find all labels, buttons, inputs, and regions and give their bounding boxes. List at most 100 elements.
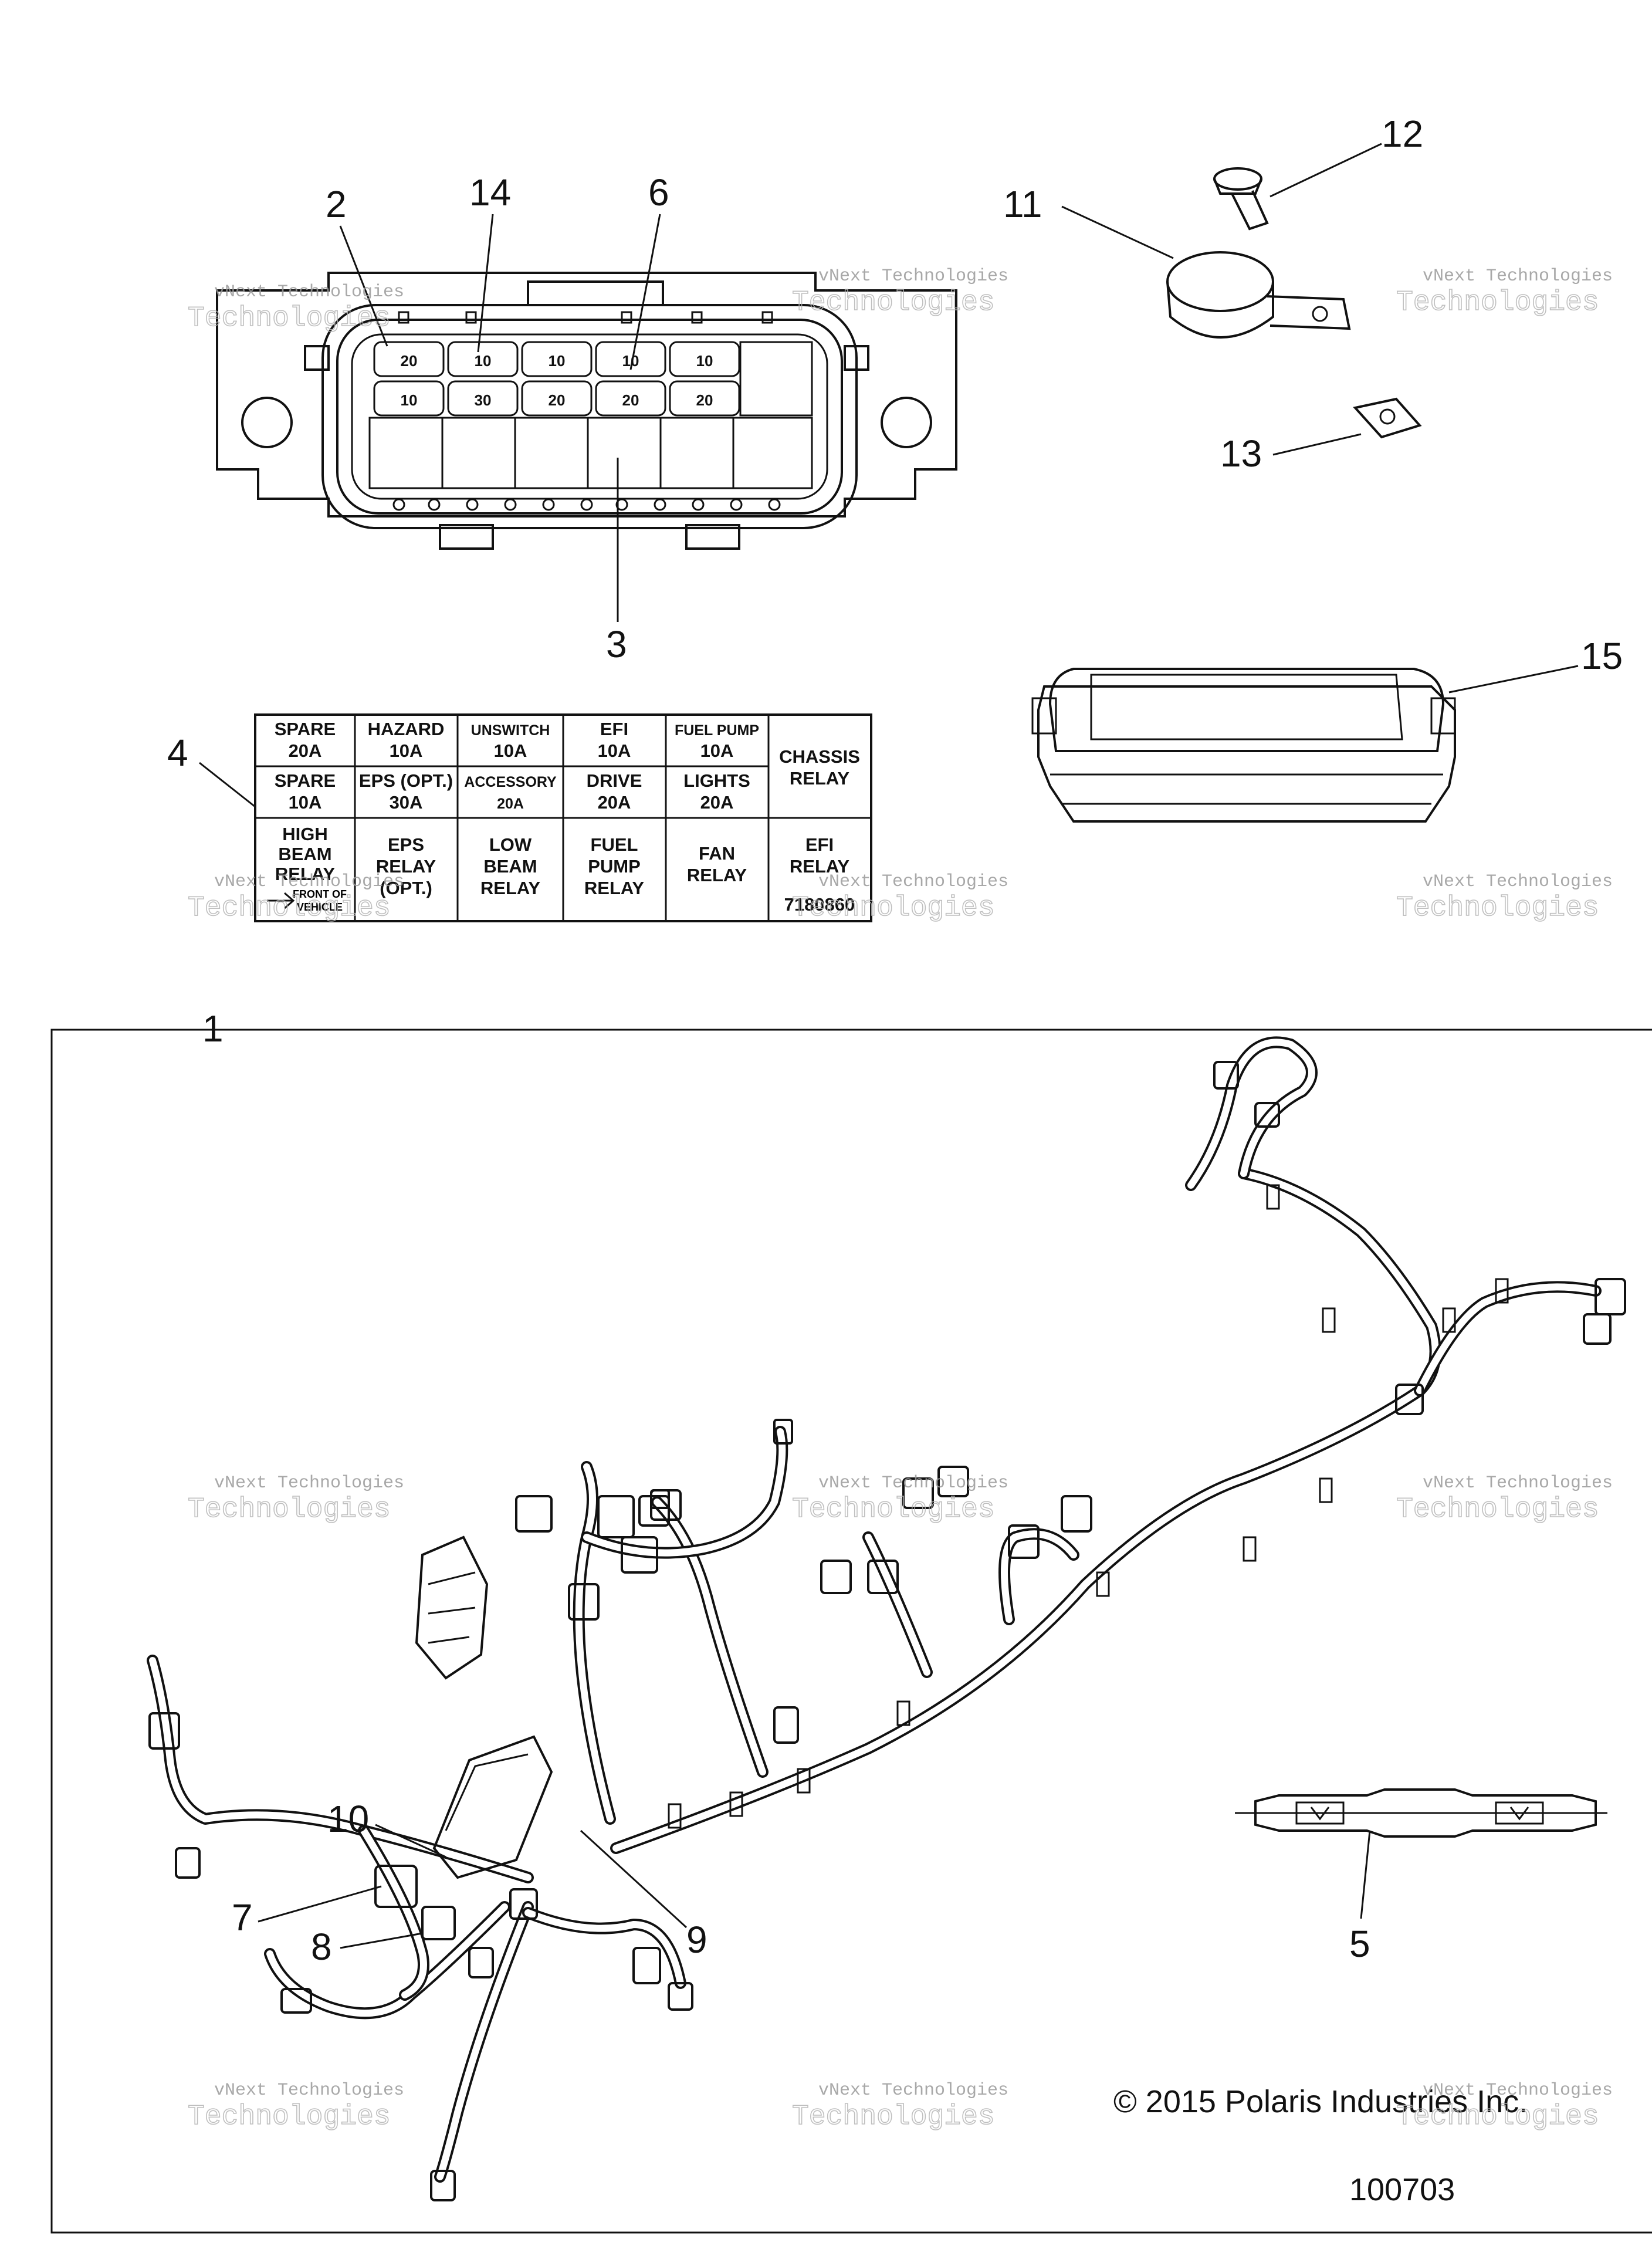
clip-item-13: [1353, 397, 1422, 439]
fuse-rating: 20: [401, 352, 418, 370]
label-fan-relay-1: FAN: [699, 843, 735, 864]
label-efi-relay-2: RELAY: [790, 856, 850, 877]
fuse-cover-item-15: [1031, 668, 1456, 823]
fuse-rating: 20: [549, 391, 566, 409]
label-drive: DRIVE: [587, 770, 642, 791]
label-low-beam-3: RELAY: [480, 878, 541, 898]
harness-frame: [50, 1029, 1652, 2234]
watermark-line1: vNext Technologies: [1423, 1473, 1613, 1493]
label-accessory: ACCESSORY: [464, 774, 557, 790]
inline-fuse-item-5: [1235, 1788, 1607, 1838]
label-fan-relay-2: RELAY: [687, 865, 747, 885]
watermark-line2: Technologies: [188, 1494, 391, 1526]
label-low-beam-2: BEAM: [483, 856, 537, 877]
watermark-line2: Technologies: [188, 892, 391, 924]
label-eps-opt: EPS (OPT.): [359, 770, 453, 791]
label-fuel-pump: FUEL PUMP: [675, 722, 759, 739]
label-front-of-vehicle-2: VEHICLE: [297, 901, 343, 913]
fuse-box: 20 10 10 10 10 10 30 20 20 20: [216, 272, 957, 550]
callout-4: 4: [167, 732, 188, 774]
label-high-beam-3: RELAY: [275, 864, 336, 884]
callout-2: 2: [326, 183, 347, 225]
watermark-line1: vNext Technologies: [818, 266, 1008, 286]
callout-9: 9: [686, 1919, 707, 1961]
relay-slots: [368, 417, 813, 489]
clamp-item-11: [1166, 251, 1351, 339]
label-high-beam-1: HIGH: [282, 824, 328, 844]
watermark-line2: Technologies: [188, 2101, 391, 2133]
fuse-rating: 10: [549, 352, 566, 370]
fuse-row-bottom: 10 30 20 20 20: [373, 380, 740, 417]
fuse-rating: 20: [622, 391, 639, 409]
watermark-line2: Technologies: [1396, 287, 1599, 319]
callout-15: 15: [1581, 635, 1623, 677]
callout-7: 7: [232, 1896, 253, 1939]
watermark-line2: Technologies: [792, 287, 995, 319]
label-eps-relay-3: (OPT.): [380, 878, 432, 898]
watermark-line1: vNext Technologies: [214, 282, 404, 302]
label-hazard: HAZARD: [368, 719, 445, 739]
label-accessory-amp: 20A: [497, 796, 524, 812]
harness-fuse-block: [415, 1535, 553, 1879]
front-arrow-icon: [267, 892, 295, 909]
fuse-rating: 10: [696, 352, 713, 370]
label-fuel-pump-relay-3: RELAY: [584, 878, 645, 898]
callout-12: 12: [1382, 113, 1423, 155]
callout-14: 14: [469, 171, 511, 214]
label-drive-amp: 20A: [598, 792, 631, 813]
connectors: [148, 1061, 1626, 2201]
callout-5: 5: [1349, 1923, 1370, 1965]
watermark-line2: Technologies: [792, 892, 995, 924]
watermark-line1: vNext Technologies: [214, 2081, 404, 2101]
label-efi: EFI: [600, 719, 628, 739]
label-front-of-vehicle-1: FRONT OF: [293, 888, 347, 900]
callout-1: 1: [202, 1007, 224, 1050]
callout-13: 13: [1220, 432, 1262, 475]
label-hazard-amp: 10A: [390, 740, 423, 761]
label-eps-relay-1: EPS: [388, 834, 424, 855]
label-chassis-relay-2: RELAY: [790, 768, 850, 789]
wiring-harness: [147, 1036, 1602, 2183]
watermark-line2: Technologies: [1396, 2101, 1599, 2133]
label-efi-relay-1: EFI: [805, 834, 834, 855]
label-spare-20-amp: 20A: [289, 740, 322, 761]
label-spare-10: SPARE: [275, 770, 336, 791]
figure-number: 100703: [1349, 2172, 1455, 2207]
label-part-number: 7180860: [784, 894, 855, 915]
watermark-line1: vNext Technologies: [818, 872, 1008, 892]
fuse-rating: 30: [475, 391, 492, 409]
fuse-rating: 10: [475, 352, 492, 370]
label-unswitch-amp: 10A: [494, 740, 527, 761]
watermark-line2: Technologies: [1396, 1494, 1599, 1526]
label-unswitch: UNSWITCH: [471, 722, 550, 739]
label-efi-amp: 10A: [598, 740, 631, 761]
label-spare-10-amp: 10A: [289, 792, 322, 813]
label-low-beam-1: LOW: [489, 834, 532, 855]
callout-11: 11: [1003, 183, 1042, 225]
fuse-row-top: 20 10 10 10 10: [373, 341, 740, 377]
fuse-label-table: SPARE 20A HAZARD 10A UNSWITCH 10A EFI 10…: [254, 713, 872, 922]
copyright-text: © 2015 Polaris Industries Inc.: [1113, 2084, 1528, 2119]
label-spare-20: SPARE: [275, 719, 336, 739]
watermarks: vNext Technologies Technologies vNext Te…: [187, 266, 1613, 2133]
harness-clips: [668, 1184, 1509, 1829]
callout-3: 3: [606, 623, 627, 665]
watermark-line2: Technologies: [792, 2101, 995, 2133]
label-lights: LIGHTS: [683, 770, 750, 791]
fuse-rating: 20: [696, 391, 713, 409]
label-fuel-pump-relay-1: FUEL: [591, 834, 638, 855]
callout-8: 8: [311, 1926, 332, 1968]
watermark-line1: vNext Technologies: [1423, 872, 1613, 892]
label-eps-opt-amp: 30A: [390, 792, 423, 813]
callout-6: 6: [648, 171, 669, 214]
watermark-line1: vNext Technologies: [818, 1473, 1008, 1493]
watermark-line1: vNext Technologies: [1423, 266, 1613, 286]
label-high-beam-2: BEAM: [278, 844, 331, 864]
label-fuel-pump-amp: 10A: [700, 740, 734, 761]
watermark-line1: vNext Technologies: [214, 872, 404, 892]
label-chassis-relay: CHASSIS: [779, 746, 860, 767]
label-eps-relay-2: RELAY: [376, 856, 436, 877]
label-lights-amp: 20A: [700, 792, 734, 813]
